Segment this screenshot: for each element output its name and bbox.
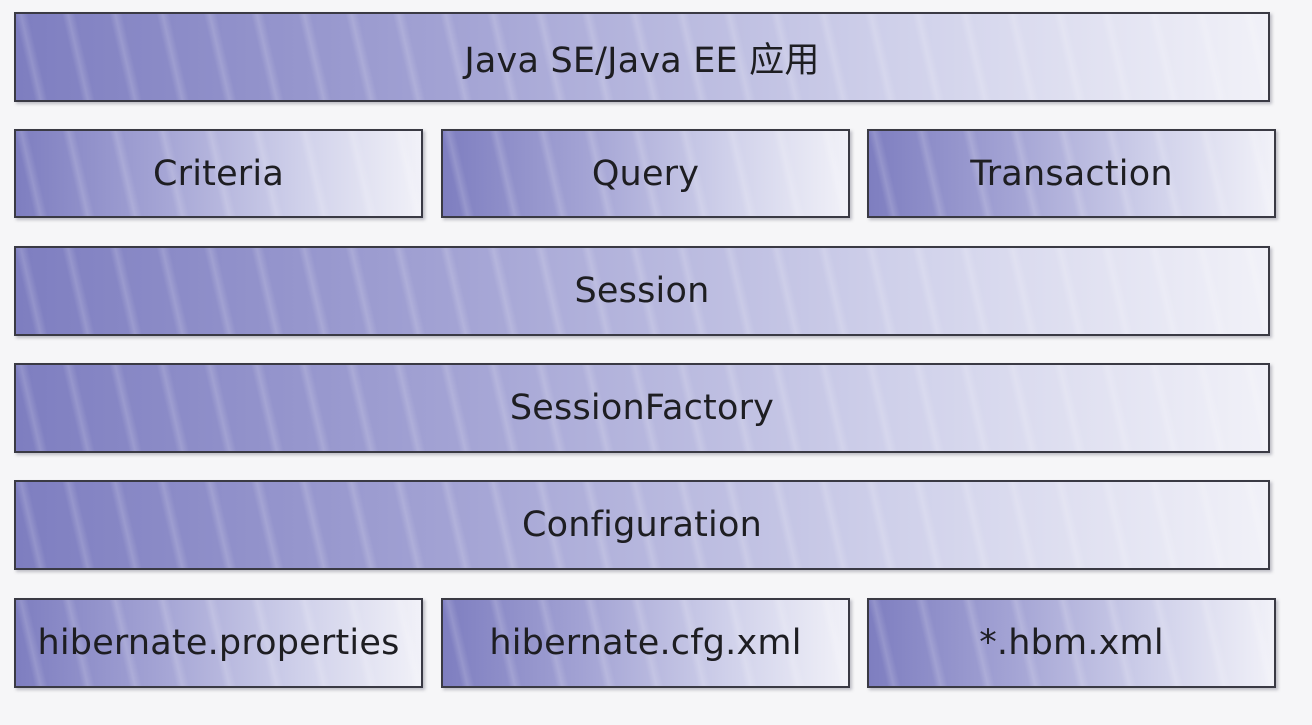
query-box: Query xyxy=(441,129,850,218)
transaction-label: Transaction xyxy=(970,153,1173,194)
configuration-label: Configuration xyxy=(522,505,762,545)
query-label: Query xyxy=(591,153,700,194)
criteria-label: Criteria xyxy=(153,153,284,194)
hbm-xml-label: *.hbm.xml xyxy=(979,623,1164,663)
hibernate-cfg-xml-box: hibernate.cfg.xml xyxy=(441,598,850,688)
hibernate-cfg-xml-label: hibernate.cfg.xml xyxy=(489,623,802,663)
session-factory-label: SessionFactory xyxy=(509,388,775,428)
transaction-box: Transaction xyxy=(867,129,1276,218)
application-layer-label: Java SE/Java EE 应用 xyxy=(464,40,820,81)
session-factory-box: SessionFactory xyxy=(14,363,1270,453)
application-layer-box: Java SE/Java EE 应用 xyxy=(14,12,1270,102)
session-box: Session xyxy=(14,246,1270,336)
hibernate-properties-label: hibernate.properties xyxy=(37,623,400,663)
configuration-box: Configuration xyxy=(14,480,1270,570)
criteria-box: Criteria xyxy=(14,129,423,218)
hbm-xml-box: *.hbm.xml xyxy=(867,598,1276,688)
session-label: Session xyxy=(574,271,710,311)
hibernate-properties-box: hibernate.properties xyxy=(14,598,423,688)
